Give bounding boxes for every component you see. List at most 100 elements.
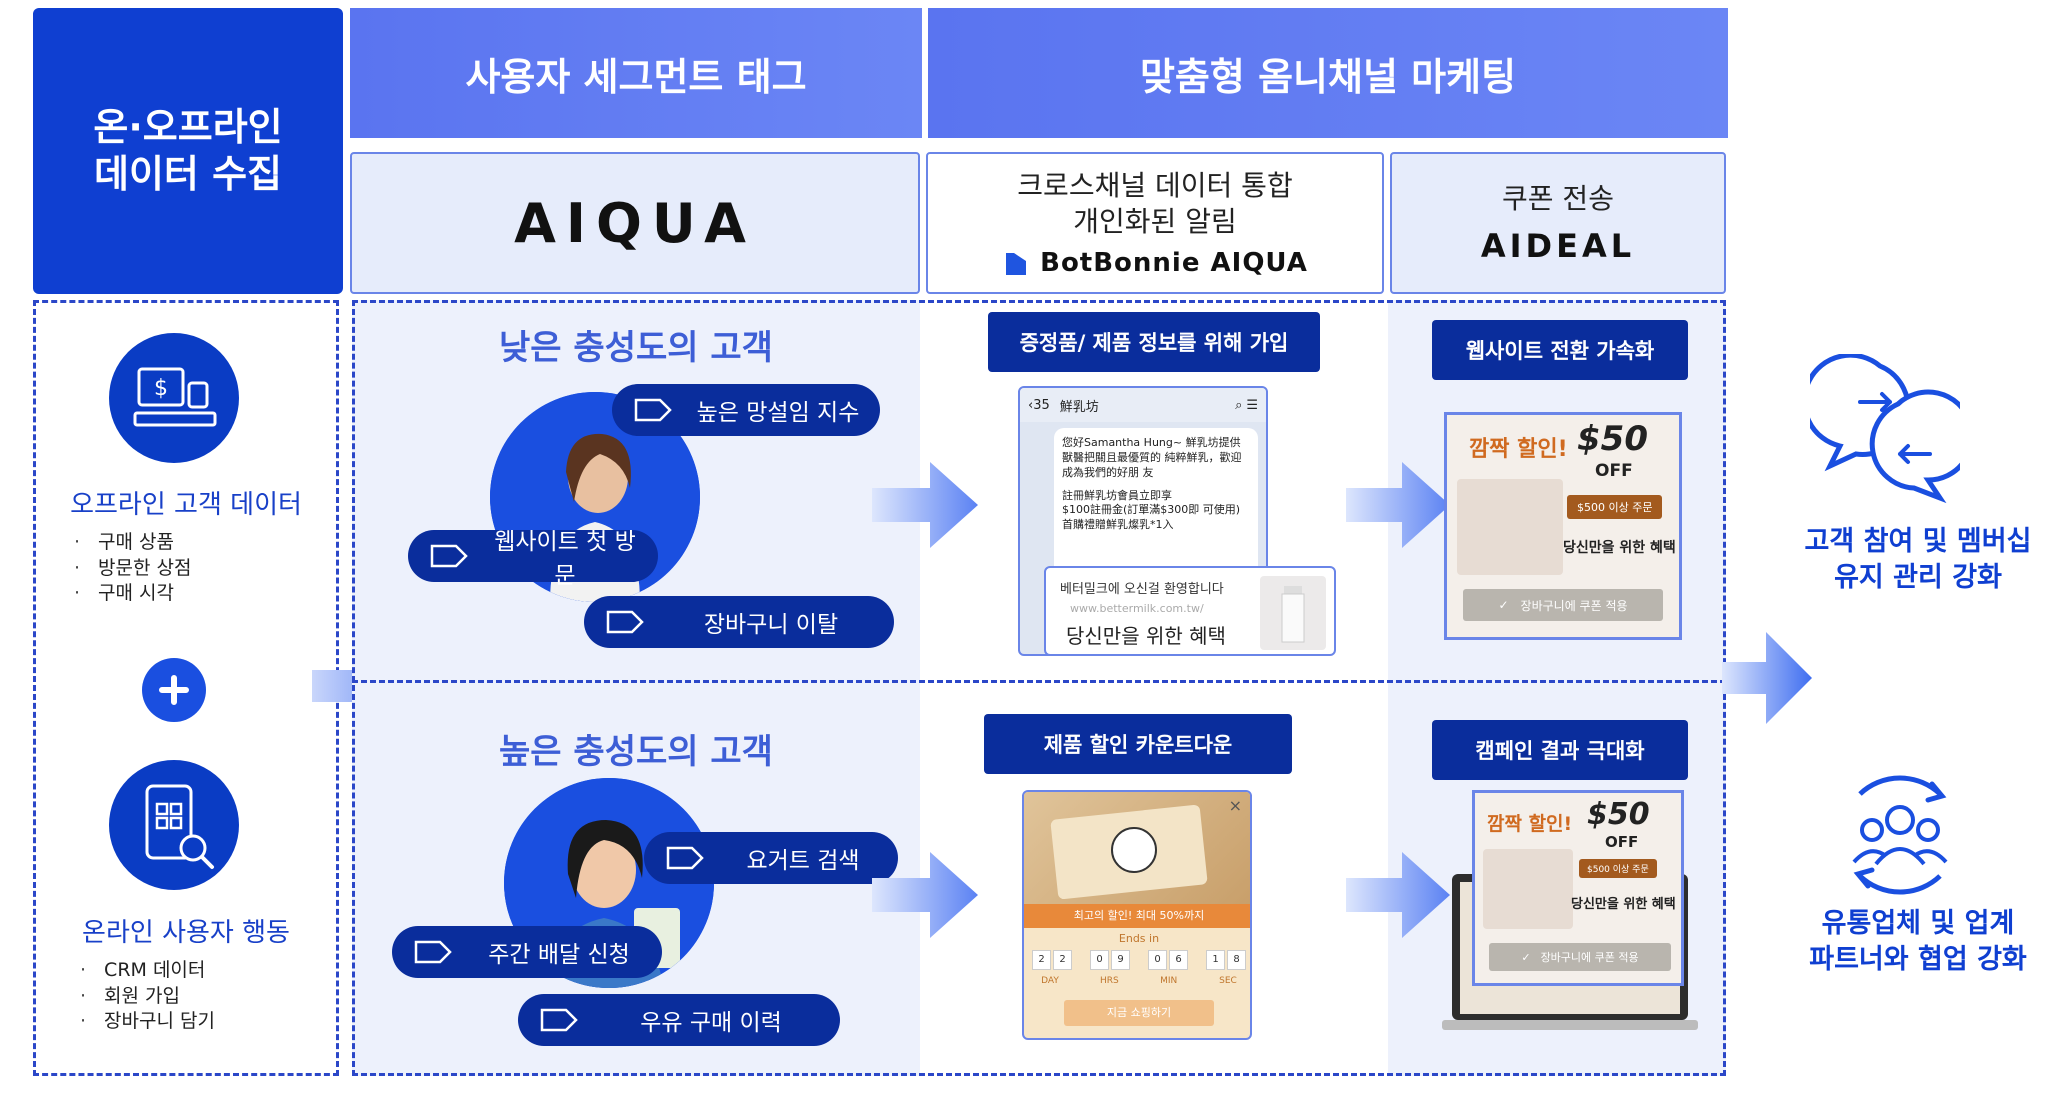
list-item: 회원 가입 — [80, 984, 330, 1010]
tag-label: 장바구니 이탈 — [703, 612, 839, 638]
online-behavior-title: 온라인 사용자 행동 — [82, 918, 290, 948]
flow-arrow-icon — [872, 852, 978, 938]
countdown-digit: 2 — [1032, 950, 1051, 970]
apply-coupon-button[interactable]: ✓ 장바구니에 쿠폰 적용 — [1489, 943, 1671, 971]
min-order-badge: $500 이상 주문 — [1579, 859, 1657, 878]
flash-sale-label: 깜짝 할인! — [1469, 437, 1568, 462]
coupon-card: 깜짝 할인! $50 OFF $500 이상 주문 당신만을 위한 혜택 ✓ 장… — [1472, 790, 1684, 986]
outcome-partnership: 유통업체 및 업계 파트너와 협업 강화 — [1809, 908, 2027, 976]
back-icon[interactable]: ‹ — [1028, 397, 1034, 413]
flow-arrow-icon — [1722, 632, 1812, 724]
list-item: 장바구니 담기 — [80, 1009, 330, 1035]
low-channel-banner: 증정품/ 제품 정보를 위해 가입 — [988, 312, 1320, 372]
coupon-off: OFF — [1595, 461, 1633, 481]
list-item: 방문한 상점 — [74, 556, 324, 582]
apply-coupon-label: 장바구니에 쿠폰 적용 — [1540, 951, 1639, 964]
countdown-digit: 1 — [1206, 950, 1225, 970]
flash-sale-label: 깜짝 할인! — [1487, 813, 1573, 835]
benefit-text: 당신만을 위한 혜택 — [1571, 897, 1676, 912]
tag-cart-abandon: 장바구니 이탈 — [584, 596, 894, 648]
segment-header: 사용자 세그먼트 태그 — [350, 8, 922, 138]
product-image — [1457, 479, 1563, 575]
tag-icon — [666, 846, 704, 870]
unit-label: DAY — [1041, 976, 1059, 986]
flow-arrow-icon — [872, 462, 978, 548]
tag-label: 웹사이트 첫 방문 — [494, 529, 636, 589]
botbonnie-logo: BotBonnie AIQUA — [1040, 248, 1308, 279]
flow-arrow-icon — [1346, 462, 1450, 548]
coupon-card: 깜짝 할인! $50 OFF $500 이상 주문 당신만을 위한 혜택 ✓ 장… — [1444, 412, 1682, 640]
welcome-popup[interactable]: 베터밀크에 오신걸 환영합니다 www.bettermilk.com.tw/ 당… — [1044, 566, 1336, 656]
aideal-logo: AIDEAL — [1480, 227, 1636, 266]
coupon-off: OFF — [1605, 833, 1639, 851]
popup-welcome: 베터밀크에 오신걸 환영합니다 — [1060, 582, 1224, 597]
botbonnie-icon — [1006, 253, 1027, 276]
close-icon[interactable]: × — [1228, 796, 1242, 815]
low-loyalty-title: 낮은 충성도의 고객 — [499, 328, 773, 368]
tag-icon — [430, 544, 468, 568]
product-image — [1024, 792, 1250, 904]
tag-first-visit: 웹사이트 첫 방문 — [408, 529, 658, 589]
list-item: 구매 상품 — [74, 530, 324, 556]
collect-header: 온·오프라인 데이터 수집 — [33, 8, 343, 294]
countdown-digit: 6 — [1169, 950, 1188, 970]
chat-exchange-icon — [1801, 352, 1975, 504]
outcome-engagement: 고객 참여 및 멤버십 유지 관리 강화 — [1804, 526, 2032, 594]
plus-icon — [142, 658, 206, 722]
ends-in-label: Ends in — [1118, 932, 1160, 945]
aiqua-subheader: AIQUA — [350, 152, 920, 294]
chat-back-count: 35 — [1033, 397, 1050, 413]
benefit-text: 당신만을 위한 혜택 — [1563, 540, 1676, 556]
discount-strip: 최고의 할인! 최대 50%까지 — [1024, 904, 1250, 928]
chat-shop-name: 鮮乳坊 — [1059, 399, 1099, 415]
tag-label: 높은 망설임 지수 — [696, 400, 860, 426]
mobile-search-icon — [109, 760, 239, 890]
countdown-digit: 0 — [1090, 950, 1109, 970]
countdown-units: DAY HRS MIN SEC — [1032, 976, 1246, 986]
countdown-digit: 8 — [1227, 950, 1246, 970]
svg-text:$: $ — [154, 376, 168, 401]
countdown-digit: 9 — [1111, 950, 1130, 970]
tag-milk-purchase: 우유 구매 이력 — [518, 994, 840, 1046]
shop-now-button[interactable]: 지금 쇼핑하기 — [1064, 1000, 1214, 1026]
countdown-digit: 0 — [1148, 950, 1167, 970]
min-order-badge: $500 이상 주문 — [1567, 495, 1663, 519]
coupon-amount: $50 — [1577, 419, 1648, 459]
milk-bottle-image — [1260, 576, 1326, 650]
partner-collaboration-icon — [1830, 764, 1970, 904]
apply-coupon-button[interactable]: ✓ 장바구니에 쿠폰 적용 — [1463, 589, 1663, 621]
high-channel-banner: 제품 할인 카운트다운 — [984, 714, 1292, 774]
search-icon[interactable]: ⌕ — [1235, 397, 1243, 413]
high-coupon-banner: 캠페인 결과 극대화 — [1432, 720, 1688, 780]
online-behavior-list: CRM 데이터 회원 가입 장바구니 담기 — [80, 958, 330, 1035]
check-icon: ✓ — [1498, 598, 1509, 612]
popup-url: www.bettermilk.com.tw/ — [1070, 602, 1204, 615]
aiqua-logo: AIQUA — [514, 191, 756, 255]
product-image — [1483, 849, 1573, 929]
offline-data-title: 오프라인 고객 데이터 — [70, 490, 302, 520]
check-icon: ✓ — [1521, 950, 1531, 964]
coupon-subheader: 쿠폰 전송 AIDEAL — [1390, 152, 1726, 294]
tag-icon — [414, 940, 452, 964]
crosschannel-subheader: 크로스채널 데이터 통합 개인화된 알림 BotBonnie AIQUA — [926, 152, 1384, 294]
popup-benefit: 당신만을 위한 혜택 — [1066, 624, 1226, 648]
chat-message: 註冊鮮乳坊會員立即享 — [1062, 488, 1172, 502]
unit-label: HRS — [1099, 976, 1119, 986]
crosschannel-line2: 개인화된 알림 — [1073, 205, 1237, 238]
chat-message: 您好Samantha Hung~ 鮮乳坊提供獸醫把關且最優質的 純粹鮮乳，歡迎成… — [1062, 436, 1242, 479]
row-divider — [352, 680, 1726, 683]
menu-icon[interactable]: ☰ — [1246, 397, 1258, 413]
tag-label: 우유 구매 이력 — [640, 1010, 782, 1036]
tag-yogurt-search: 요거트 검색 — [644, 832, 898, 884]
tag-icon — [540, 1008, 578, 1032]
coupon-label: 쿠폰 전송 — [1502, 181, 1614, 215]
flow-arrow-icon — [1346, 852, 1450, 938]
unit-label: SEC — [1219, 976, 1237, 986]
tag-label: 요거트 검색 — [746, 848, 860, 874]
tag-weekly-delivery: 주간 배달 신청 — [392, 926, 662, 978]
chat-message: 首購禮贈鮮乳燦乳*1入 — [1062, 518, 1174, 532]
offline-data-list: 구매 상품 방문한 상점 구매 시각 — [74, 530, 324, 607]
tag-high-hesitation: 높은 망설임 지수 — [612, 384, 880, 436]
